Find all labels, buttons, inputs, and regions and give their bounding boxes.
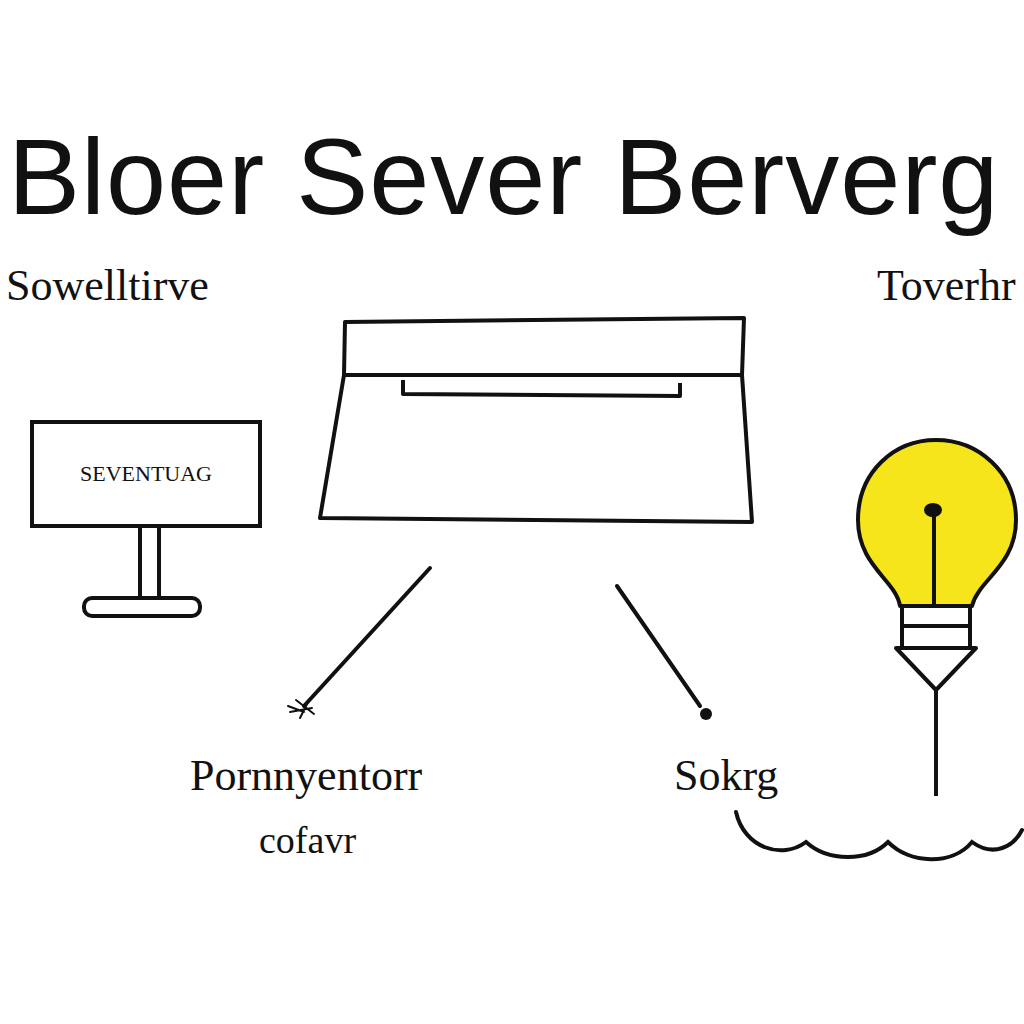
server-box	[320, 318, 752, 522]
label: Toverhr	[877, 262, 1016, 310]
title: Bloer Sever Berverg	[8, 118, 999, 237]
label: Pornnyentorr	[190, 752, 422, 800]
monitor-screen: SEVENTUAG	[30, 420, 262, 528]
label: Sowelltirve	[6, 262, 209, 310]
monitor-stand	[84, 528, 200, 616]
label: cofavr	[259, 820, 356, 862]
lightbulb	[858, 440, 1016, 796]
leader-lines	[288, 568, 712, 720]
cloud-curve	[736, 812, 1022, 859]
screen-text: SEVENTUAG	[80, 461, 212, 487]
label: Sokrg	[674, 752, 778, 800]
